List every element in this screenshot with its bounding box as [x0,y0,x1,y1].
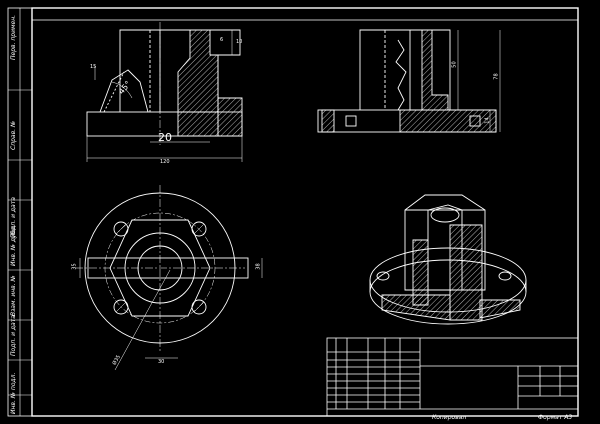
side-view [317,29,501,133]
strip-label-sign-date2: Подп. и дата [10,197,17,238]
dim-plan-left: 35 [71,263,78,270]
isometric-view [369,194,527,325]
dim-front-base-width: 120 [160,159,170,165]
dim-front-small-1: 15 [90,64,97,70]
plan-view [75,185,263,371]
dim-front-small-2: 10 [236,39,243,45]
dim-front-flange-width: 20 [158,131,172,144]
strip-label-inv-dup: Взам. инв. № [10,275,17,316]
dim-top-small: 6 [220,37,224,43]
copied-label: Копировал [432,414,467,421]
front-view [86,22,243,162]
dim-plan-right: 38 [255,263,262,270]
sheet-frame [7,7,579,417]
dim-side-height-total: 78 [493,73,500,80]
strip-label-first-use: Перв. примен. [10,14,17,60]
format-label: Формат А3 [538,414,573,421]
strip-label-sign-date: Подп. и дата [10,315,17,356]
strip-label-inv-original: Инв. № подл. [10,372,17,414]
strip-label-ref: Справ. № [10,120,17,150]
title-block [326,337,579,417]
dim-plan-width: 30 [158,359,165,365]
dim-side-height-inner: 50 [451,61,458,68]
dim-side-small: 14 [484,117,491,124]
